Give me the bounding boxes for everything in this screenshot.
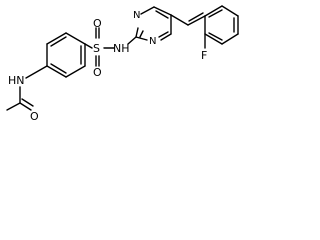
chemical-structure: HN O S O O NH N N F <box>6 5 239 123</box>
vinyl-linker <box>170 12 206 26</box>
benzene-ring-central <box>46 32 86 78</box>
sulfonyl-oxygen-top-label: O <box>93 17 102 30</box>
pyrimidine-ring <box>127 6 172 45</box>
amide-nh-label: HN <box>8 74 25 87</box>
pyrimidine-n-lower-label: N <box>149 36 156 47</box>
sulfonyl-group <box>84 27 115 67</box>
pyrimidine-n-upper-label: N <box>133 10 140 21</box>
sulfonyl-oxygen-bottom-label: O <box>93 66 102 79</box>
fluorine-label: F <box>201 49 207 62</box>
acetamide-group <box>6 65 48 111</box>
bond-carbonyl-c-o <box>19 102 32 111</box>
bond-n-aryl <box>25 65 48 79</box>
sulfur-label: S <box>93 42 100 55</box>
amide-oxygen-label: O <box>30 110 39 123</box>
fluorophenyl-ring <box>204 5 239 49</box>
sulfonamide-nh-label: NH <box>113 42 130 55</box>
bond-methyl <box>6 102 21 111</box>
bond-carbonyl-c-o-double <box>21 98 34 107</box>
